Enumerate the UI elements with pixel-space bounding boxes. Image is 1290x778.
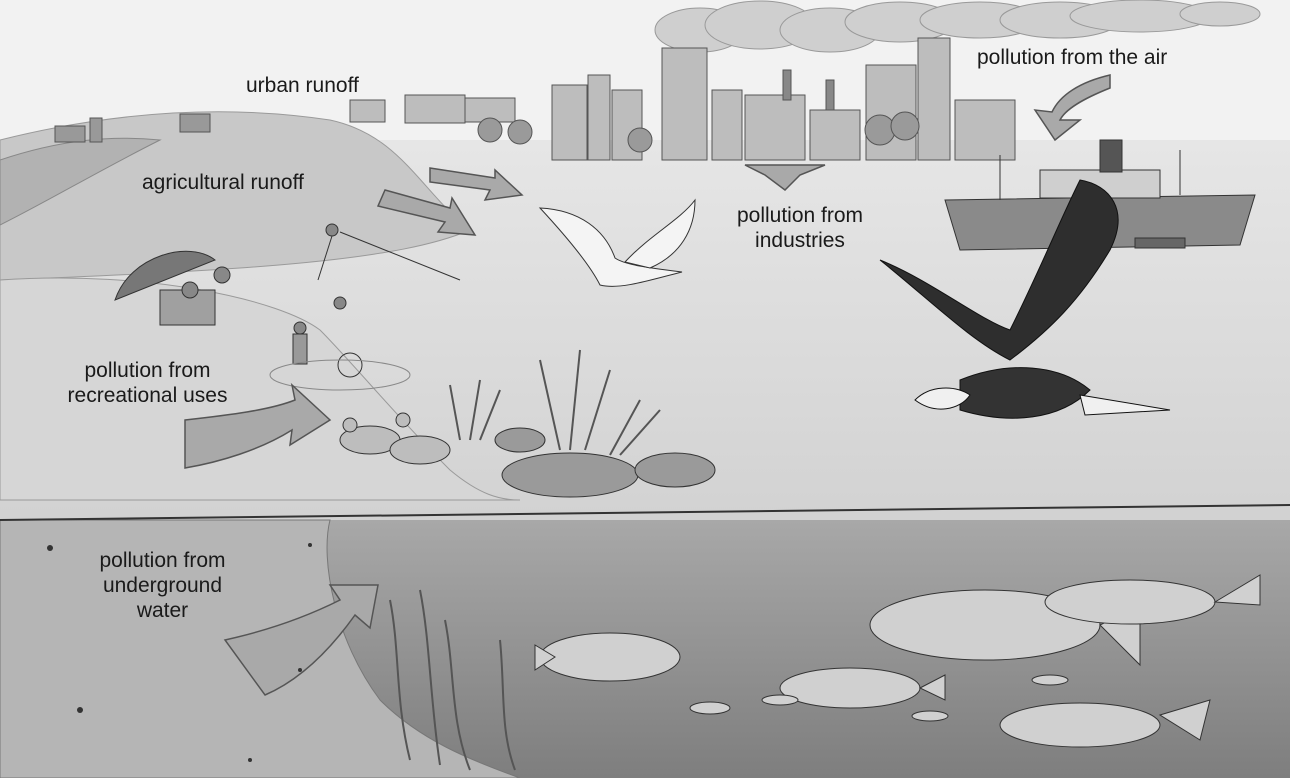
label-line: pollution from: [25, 358, 270, 383]
label-pollution-from-air: pollution from the air: [977, 45, 1167, 70]
label-line: underground: [60, 573, 265, 598]
label-agricultural-runoff: agricultural runoff: [142, 170, 304, 195]
label-line: pollution from: [700, 203, 900, 228]
label-urban-runoff: urban runoff: [246, 73, 359, 98]
label-recreational-uses: pollution from recreational uses: [25, 358, 270, 408]
label-line: recreational uses: [25, 383, 270, 408]
label-underground-water: pollution from underground water: [60, 548, 265, 623]
label-line: pollution from: [60, 548, 265, 573]
label-pollution-from-industries: pollution from industries: [700, 203, 900, 253]
label-line: water: [60, 598, 265, 623]
label-line: industries: [700, 228, 900, 253]
